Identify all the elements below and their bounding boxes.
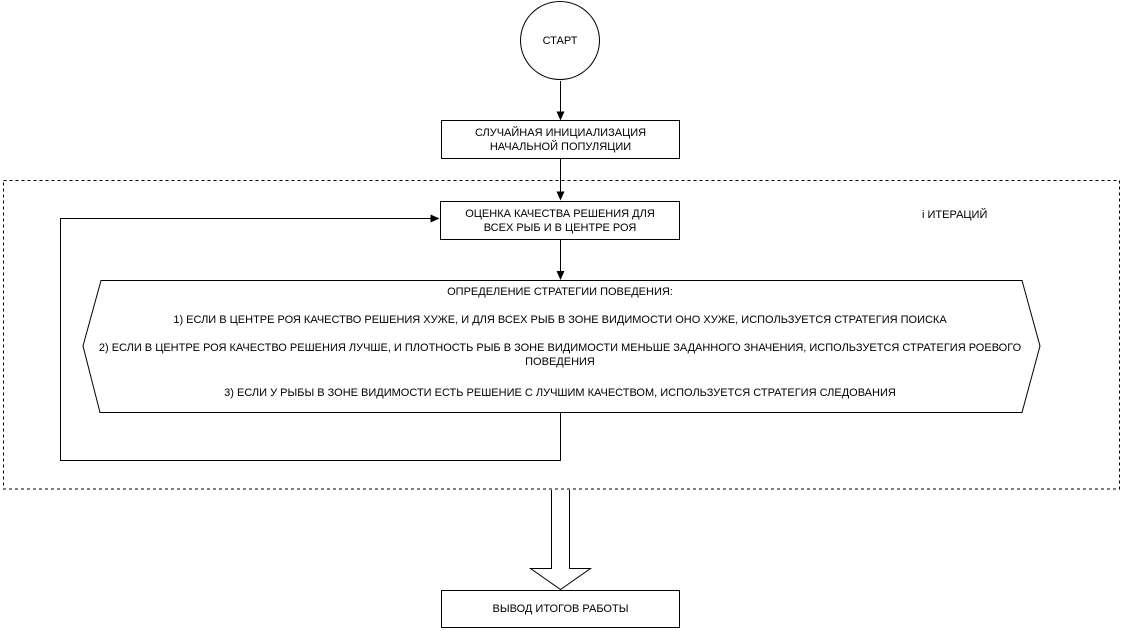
arrow-evaluate-to-strategy (556, 240, 565, 280)
iteration-boundary-box (3, 180, 1120, 490)
start-node: СТАРТ (520, 1, 600, 80)
arrow-init-to-evaluate (556, 159, 565, 201)
strategy-item-3: 3) ЕСЛИ У РЫБЫ В ЗОНЕ ВИДИМОСТИ ЕСТЬ РЕШ… (224, 387, 896, 399)
strategy-item-1: 1) ЕСЛИ В ЦЕНТРЕ РОЯ КАЧЕСТВО РЕШЕНИЯ ХУ… (173, 314, 947, 326)
output-node: ВЫВОД ИТОГОВ РАБОТЫ (441, 590, 680, 628)
evaluate-node: ОЦЕНКА КАЧЕСТВА РЕШЕНИЯ ДЛЯ ВСЕХ РЫБ И В… (440, 201, 680, 240)
init-node: СЛУЧАЙНАЯ ИНИЦИАЛИЗАЦИЯ НАЧАЛЬНОЙ ПОПУЛЯ… (441, 120, 680, 159)
loop-arrow-strategy-to-evaluate (60, 214, 561, 461)
start-node-label: СТАРТ (542, 34, 578, 47)
arrow-start-to-init (556, 81, 565, 121)
strategy-title: ОПРЕДЕЛЕНИЕ СТРАТЕГИИ ПОВЕДЕНИЯ: (447, 286, 673, 298)
evaluate-node-label: ОЦЕНКА КАЧЕСТВА РЕШЕНИЯ ДЛЯ ВСЕХ РЫБ И В… (465, 207, 655, 234)
block-arrow-to-output (528, 490, 593, 591)
strategy-item-2: 2) ЕСЛИ В ЦЕНТРЕ РОЯ КАЧЕСТВО РЕШЕНИЯ ЛУ… (98, 342, 1022, 368)
init-node-label: СЛУЧАЙНАЯ ИНИЦИАЛИЗАЦИЯ НАЧАЛЬНОЙ ПОПУЛЯ… (474, 126, 647, 153)
iteration-count-label: i ИТЕРАЦИЙ (922, 209, 988, 221)
strategy-hexagon-shape (82, 280, 1041, 413)
output-node-label: ВЫВОД ИТОГОВ РАБОТЫ (492, 603, 629, 615)
